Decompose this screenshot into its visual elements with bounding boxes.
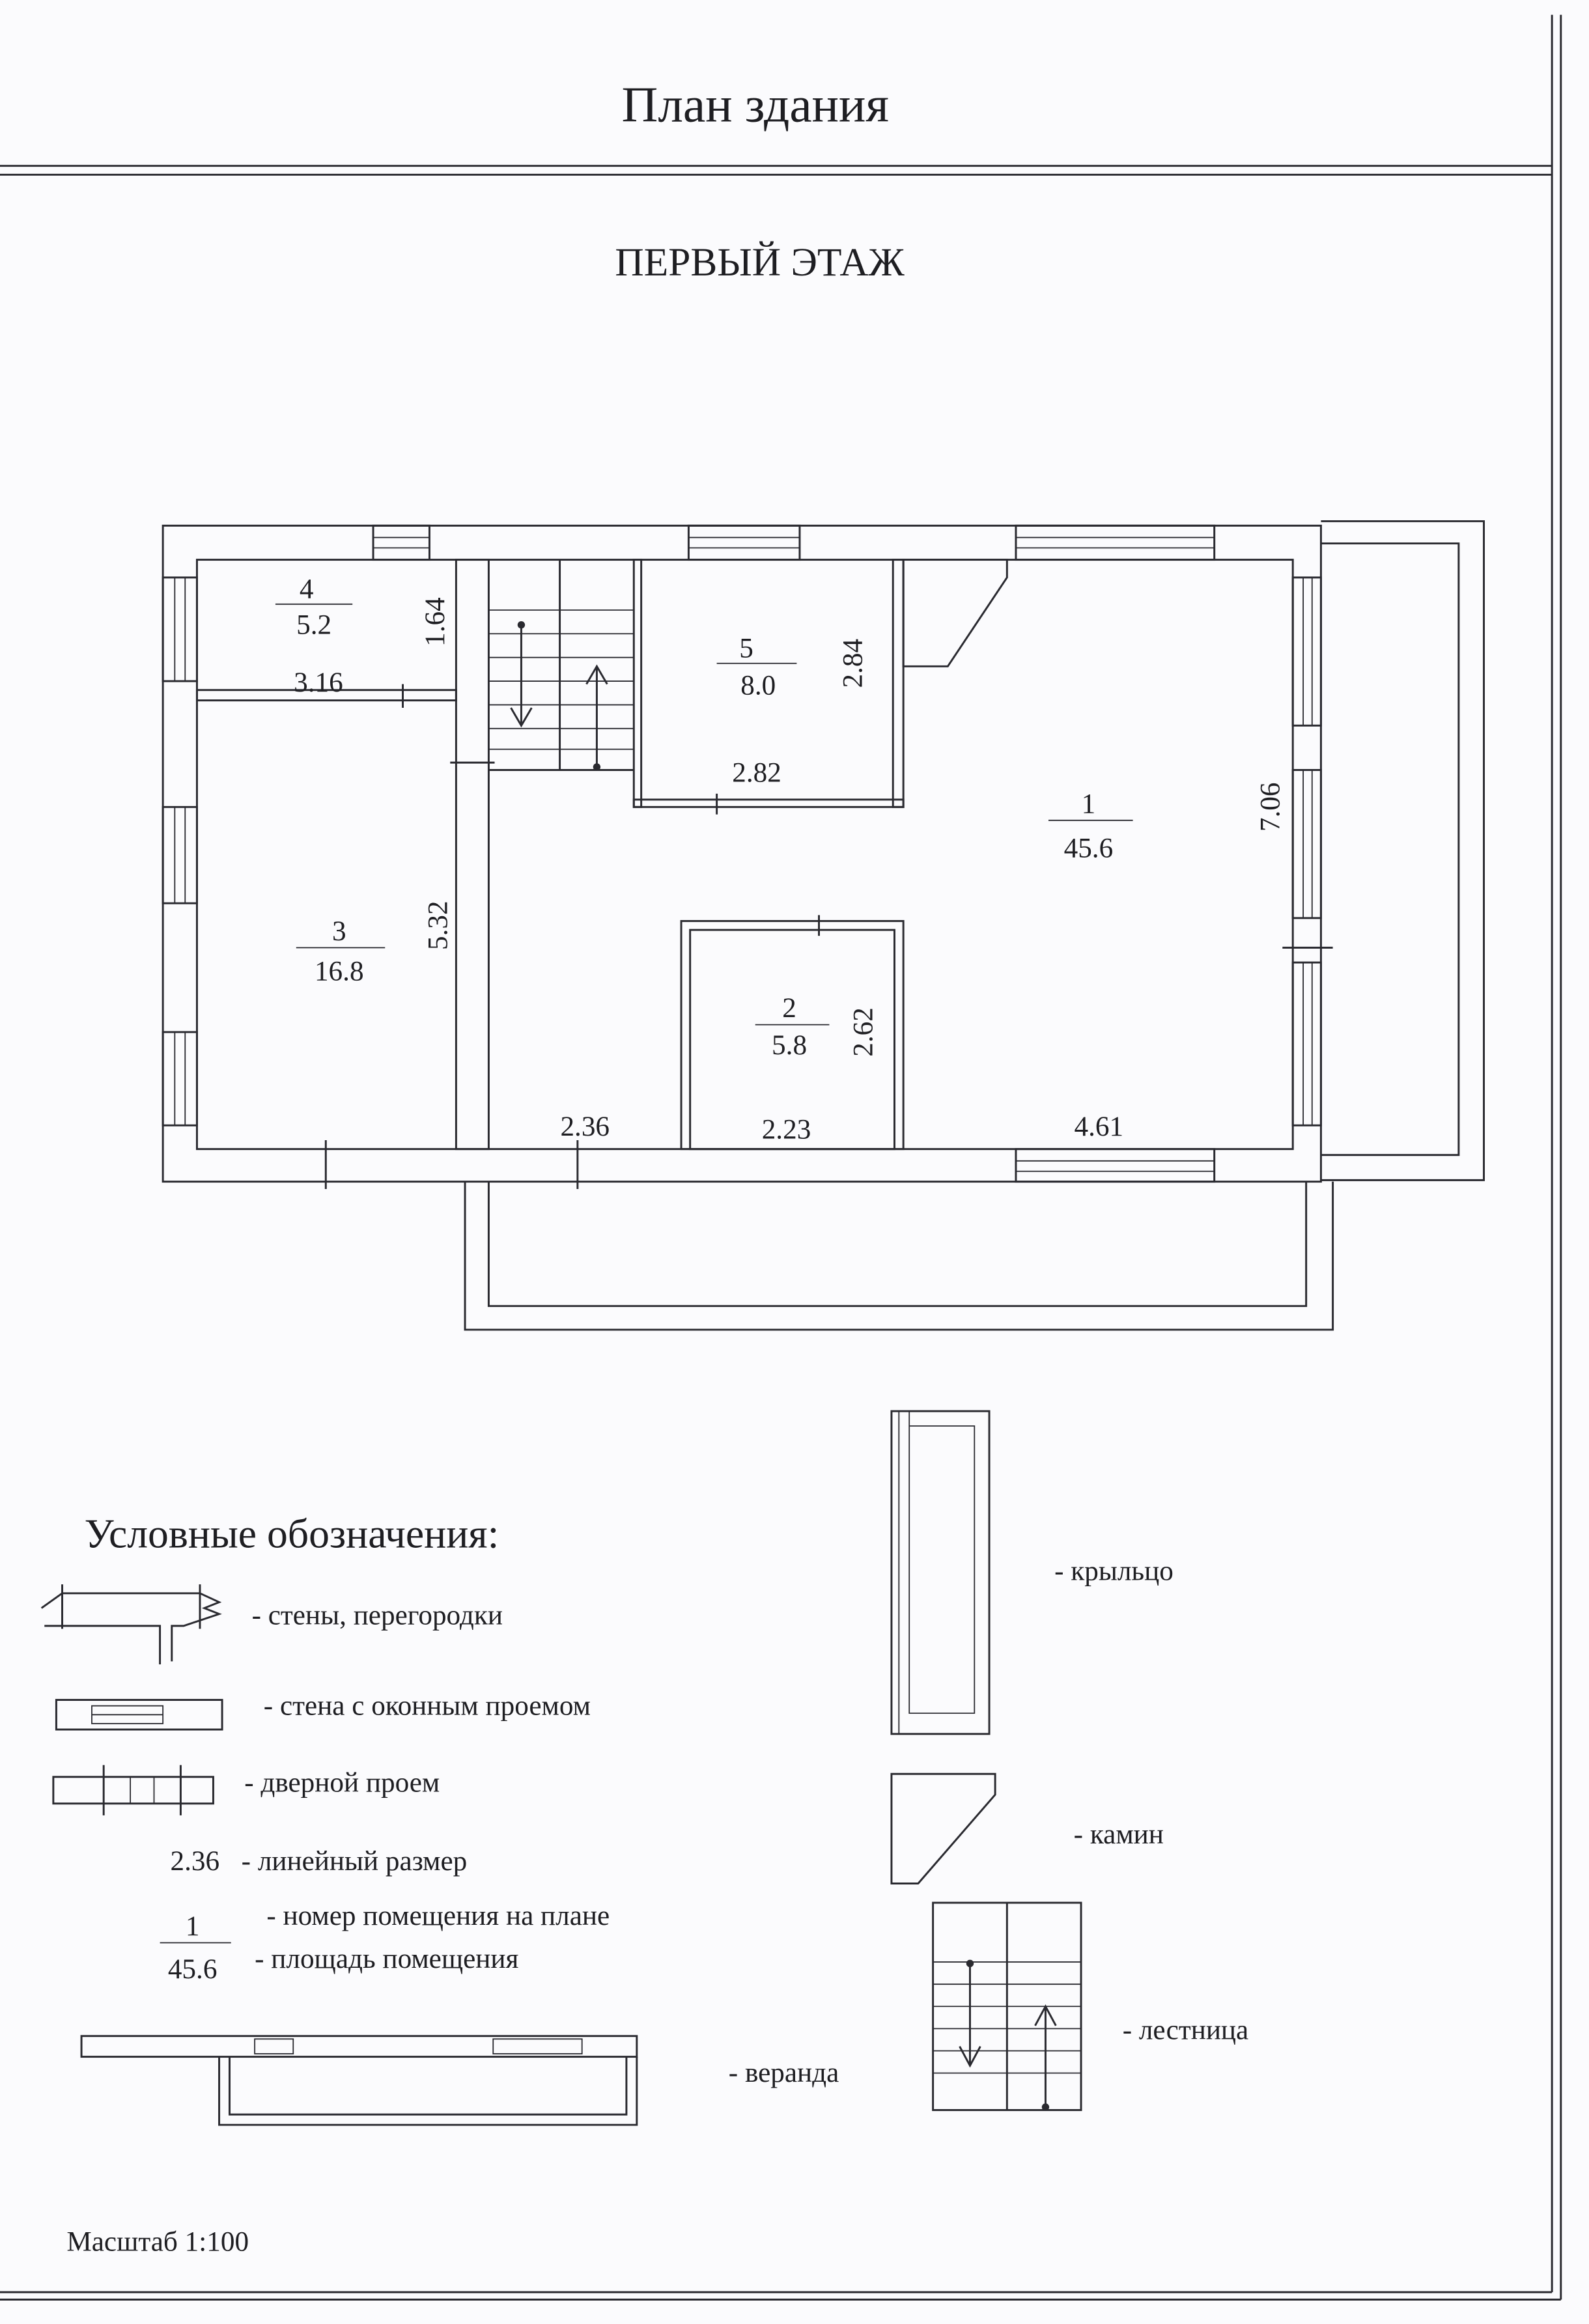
svg-text:- веранда: - веранда [729, 2058, 839, 2088]
svg-text:45.6: 45.6 [1064, 833, 1114, 864]
veranda-symbol [80, 2035, 638, 2126]
svg-text:2: 2 [782, 993, 796, 1024]
dimension-labels: 1.64 3.16 2.84 2.82 7.06 5.32 2.62 2.36 … [294, 597, 1286, 1145]
svg-text:8.0: 8.0 [740, 671, 776, 701]
porch [1321, 520, 1485, 1181]
svg-text:- лестница: - лестница [1123, 2015, 1249, 2045]
fireplace [902, 559, 1008, 667]
svg-text:5.8: 5.8 [772, 1030, 807, 1061]
svg-text:- номер помещения на плане: - номер помещения на плане [266, 1901, 610, 1931]
svg-text:2.84: 2.84 [837, 639, 868, 688]
wall-symbol [40, 1584, 222, 1664]
scale-label: Масштаб 1:100 [66, 2226, 249, 2257]
staircase [488, 559, 634, 771]
svg-text:1: 1 [186, 1911, 200, 1942]
svg-text:- линейный размер: - линейный размер [242, 1846, 468, 1877]
svg-text:2.82: 2.82 [732, 758, 781, 789]
svg-text:2.23: 2.23 [762, 1115, 811, 1145]
svg-text:- стена с оконным проемом: - стена с оконным проемом [264, 1690, 591, 1721]
room-2-label: 25.8 [755, 993, 830, 1061]
building-plan: 45.2 58.0 145.6 316.8 25.8 1.64 3.16 2.8… [162, 520, 1485, 1331]
svg-text:2.36: 2.36 [560, 1112, 610, 1142]
svg-text:1.64: 1.64 [420, 597, 451, 647]
partitions [195, 559, 1333, 1190]
svg-text:16.8: 16.8 [315, 956, 364, 987]
legend-title: Условные обозначения: [85, 1510, 499, 1556]
svg-text:- дверной проем: - дверной проем [244, 1768, 440, 1799]
svg-text:- стены, перегородки: - стены, перегородки [252, 1601, 503, 1631]
page-title: План здания [622, 76, 889, 132]
svg-text:- площадь помещения: - площадь помещения [255, 1944, 518, 1974]
svg-text:- камин: - камин [1074, 1819, 1164, 1850]
veranda [464, 1181, 1334, 1331]
svg-text:5: 5 [739, 634, 753, 664]
windows [162, 524, 1322, 1183]
svg-text:3: 3 [332, 916, 346, 947]
floor-title: ПЕРВЫЙ ЭТАЖ [615, 240, 904, 285]
svg-text:3.16: 3.16 [294, 667, 343, 698]
svg-text:4: 4 [300, 574, 314, 605]
svg-text:1: 1 [1082, 789, 1096, 819]
svg-text:5.32: 5.32 [423, 901, 454, 950]
svg-text:4.61: 4.61 [1075, 1112, 1124, 1142]
svg-text:45.6: 45.6 [168, 1954, 218, 1985]
room-4-label: 45.2 [275, 574, 353, 640]
door-symbol [52, 1765, 214, 1815]
svg-text:2.36: 2.36 [171, 1846, 220, 1877]
svg-text:2.62: 2.62 [848, 1007, 879, 1057]
porch-symbol [890, 1410, 991, 1735]
room-1-label: 145.6 [1048, 789, 1133, 864]
window-wall-symbol [55, 1699, 223, 1731]
legend: Условные обозначения: - стены, перегород… [40, 1410, 1249, 2126]
svg-text:5.2: 5.2 [296, 609, 331, 640]
stairs-symbol [932, 1901, 1082, 2111]
sheet-frame [0, 14, 1562, 2301]
room-3-label: 316.8 [296, 916, 386, 987]
svg-text:- крыльцо: - крыльцо [1054, 1556, 1174, 1586]
fireplace-symbol [890, 1772, 996, 1885]
svg-text:7.06: 7.06 [1256, 783, 1286, 832]
room-5-label: 58.0 [716, 634, 797, 701]
